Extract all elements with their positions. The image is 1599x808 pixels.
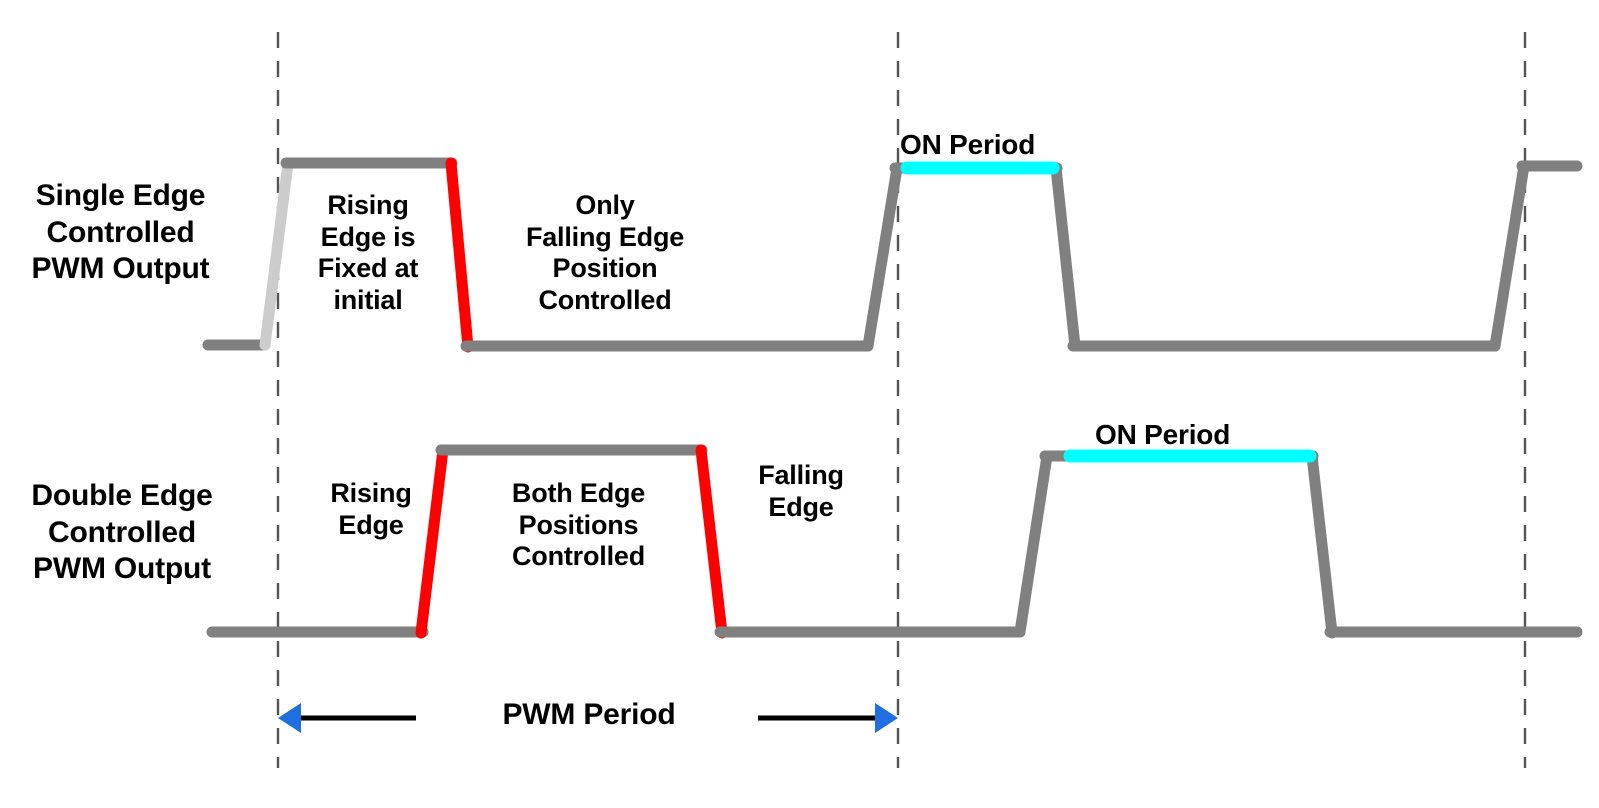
single-edge-segment-rise-2 — [862, 162, 903, 352]
annotation-rising-edge-fixed: Rising Edge is Fixed at initial — [317, 190, 419, 315]
pwm-period-dimension — [278, 703, 898, 733]
single-edge-segment-rise-3 — [1489, 160, 1530, 352]
pwm-period-left-arrowhead — [278, 703, 301, 733]
pwm-period-label: PWM Period — [502, 698, 676, 731]
pwm-period-right-arrowhead — [875, 703, 898, 733]
guide-lines — [276, 32, 1527, 768]
on-period-label-double-edge: ON Period — [1095, 419, 1231, 450]
annotation-both-edge-positions-controlled: Both Edge Positions Controlled — [511, 478, 646, 572]
double-edge-controlled-rising-edge — [415, 444, 449, 639]
double-edge-segment-rise-2 — [1014, 450, 1053, 638]
single-edge-row-title: Single Edge Controlled PWM Output — [31, 179, 210, 286]
annotation-only-falling-edge-controlled: Only Falling Edge Position Controlled — [525, 190, 685, 315]
double-edge-controlled-falling-edge — [695, 444, 728, 639]
single-edge-controlled-falling-edge — [445, 157, 474, 353]
double-edge-segment-fall-2 — [1306, 450, 1338, 639]
single-edge-fixed-rising-edge — [259, 157, 294, 351]
annotation-rising-edge: Rising Edge — [330, 478, 412, 540]
on-period-label-single-edge: ON Period — [900, 129, 1036, 160]
double-edge-row-title: Double Edge Controlled PWM Output — [31, 479, 213, 586]
annotation-falling-edge: Falling Edge — [758, 460, 844, 522]
single-edge-waveform — [202, 157, 1583, 353]
single-edge-segment-fall-2 — [1050, 162, 1081, 352]
